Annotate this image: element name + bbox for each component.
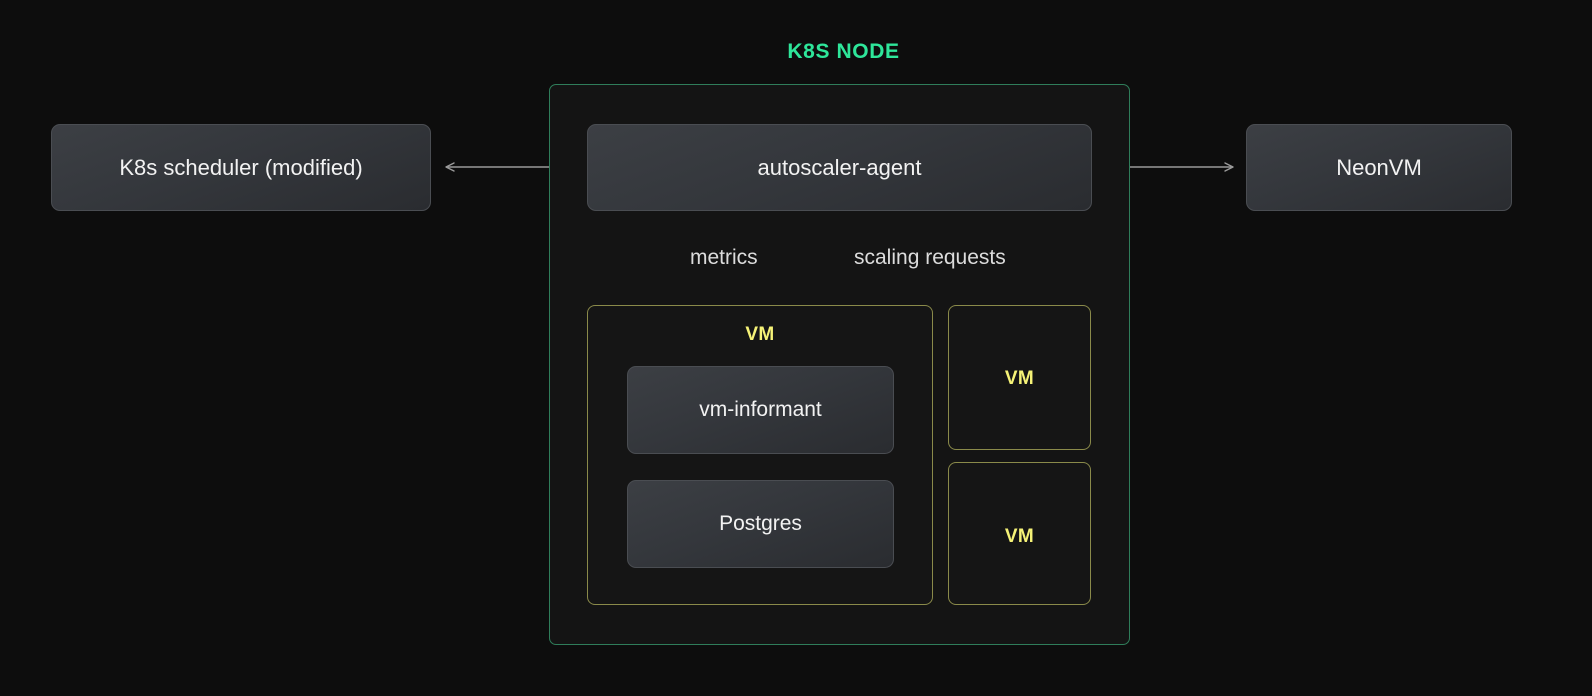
- vm-secondary-label-1: VM: [1004, 368, 1035, 389]
- autoscaler-agent-node[interactable]: autoscaler-agent: [587, 124, 1092, 211]
- vm-informant-node[interactable]: vm-informant: [627, 366, 894, 454]
- metrics-edge-label: metrics: [690, 246, 758, 269]
- vm-secondary-container-1[interactable]: [948, 305, 1091, 450]
- vm-main-label: VM: [745, 324, 775, 345]
- vm-secondary-label-2: VM: [1004, 526, 1035, 547]
- postgres-node[interactable]: Postgres: [627, 480, 894, 568]
- scaling-requests-edge-label: scaling requests: [854, 246, 1006, 269]
- neonvm-node[interactable]: NeonVM: [1246, 124, 1512, 211]
- k8s-scheduler-node[interactable]: K8s scheduler (modified): [51, 124, 431, 211]
- vm-secondary-container-2[interactable]: [948, 462, 1091, 605]
- k8s-node-title: K8S NODE: [787, 40, 900, 63]
